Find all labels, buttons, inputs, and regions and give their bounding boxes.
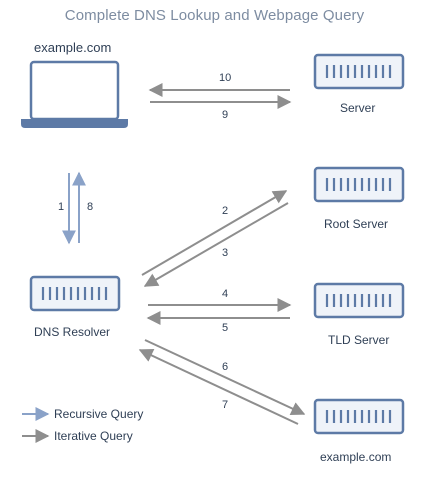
tld-server-icon bbox=[313, 282, 405, 319]
dns-resolver-icon bbox=[29, 275, 121, 312]
authoritative-server-icon bbox=[313, 398, 405, 435]
diagram-title: Complete DNS Lookup and Webpage Query bbox=[64, 7, 365, 24]
arrow-step-3 bbox=[143, 202, 289, 287]
step-8-label: 8 bbox=[87, 201, 94, 213]
step-6-label: 6 bbox=[222, 361, 229, 373]
authoritative-label: example.com bbox=[320, 450, 392, 464]
root-server-icon bbox=[313, 166, 405, 203]
client-label: example.com bbox=[34, 40, 112, 55]
tld-server-label: TLD Server bbox=[328, 333, 390, 347]
dns-resolver-label: DNS Resolver bbox=[34, 325, 111, 339]
arrow-step-6 bbox=[144, 339, 306, 416]
step-5-label: 5 bbox=[222, 322, 229, 334]
laptop-icon bbox=[21, 60, 128, 128]
arrow-step-7 bbox=[138, 349, 299, 425]
server-icon bbox=[313, 53, 405, 90]
server-label: Server bbox=[340, 101, 376, 115]
step-2-label: 2 bbox=[222, 205, 229, 217]
step-7-label: 7 bbox=[222, 399, 229, 411]
step-4-label: 4 bbox=[222, 288, 229, 300]
step-10-label: 10 bbox=[219, 72, 232, 84]
legend-iterative-label: Iterative Query bbox=[54, 429, 133, 443]
step-9-label: 9 bbox=[222, 109, 229, 121]
step-1-label: 1 bbox=[58, 201, 65, 213]
legend-recursive-label: Recursive Query bbox=[54, 407, 144, 421]
arrow-step-2 bbox=[141, 190, 288, 276]
root-server-label: Root Server bbox=[324, 217, 389, 231]
step-3-label: 3 bbox=[222, 247, 229, 259]
